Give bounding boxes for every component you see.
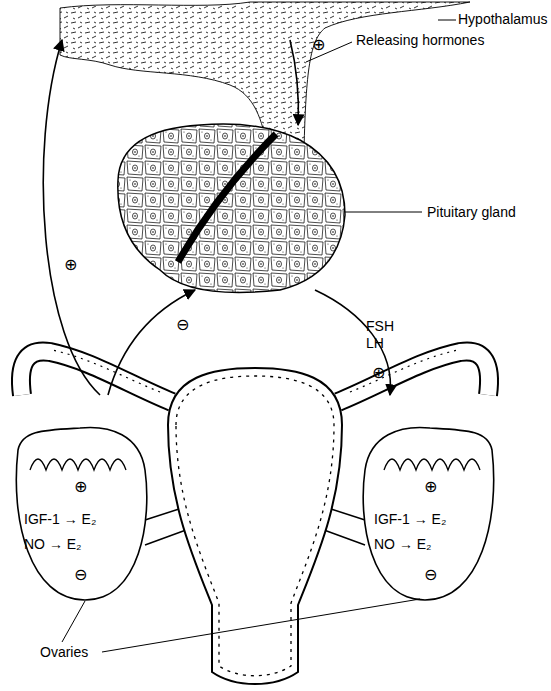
ovarian-ligament [145,530,186,545]
fallopian-tube-inner [21,351,172,402]
fimbriae [30,459,126,470]
stimulation-sign: ⊕ [372,364,385,382]
edge-label: ⊕ [64,256,77,274]
node-text: NO → E₂ [374,536,432,553]
right-adnexa [324,350,494,600]
pituitary-gland [118,124,345,293]
ovarian-ligament [324,530,365,545]
stimulation-sign: ⊕ [74,478,87,496]
leader-line [438,20,456,21]
fallopian-tube [338,351,489,402]
leader-line [62,601,85,642]
ovarian-ligament [145,508,182,520]
pituitary-region: Pituitary gland [115,125,551,290]
node-text: IGF-1 → E₂ [24,511,96,528]
ovary-shape [16,427,146,600]
leader-line [102,599,420,652]
edge-label: ⊕ [312,36,325,54]
inhibition-sign: ⊖ [74,566,87,584]
pituitary-cells [118,124,345,293]
node-text: Pituitary gland [427,204,516,221]
fallopian-tube-inner [338,351,489,402]
tube-dash [350,350,458,392]
fimbriae [384,459,480,470]
ovary-shape [363,427,493,600]
leader-line [345,212,422,213]
hormone-arrow [290,40,298,125]
pituitary-stalk-band [178,134,276,262]
node-text: Hypothalamus [458,11,548,28]
structure-label: Ovaries [40,644,88,661]
edge-label: ⊖ [176,316,189,334]
node-text: NO → E₂ [24,536,82,553]
stimulation-sign: ⊕ [424,478,437,496]
edge-label: FSH LH [366,318,400,352]
fallopian-tube [21,351,172,402]
inhibition-sign: ⊖ [424,566,437,584]
hormone-arrow [43,40,100,395]
ovarian-ligament [328,508,365,520]
uterus-inner-dash [176,376,334,676]
tube-dash [52,350,160,392]
structure-label: Releasing hormones [356,32,484,49]
hormone-arrow [108,290,195,395]
left-adnexa [16,350,186,600]
node-text: IGF-1 → E₂ [374,511,446,528]
